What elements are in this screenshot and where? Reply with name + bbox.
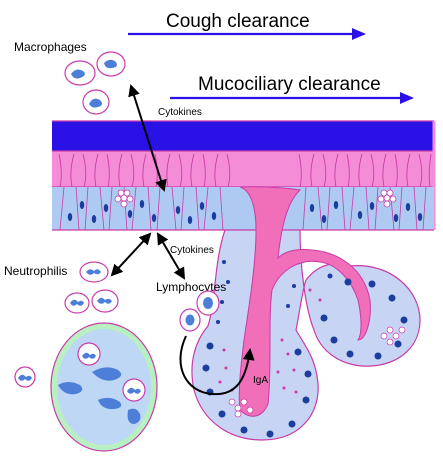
secretory-granules	[228, 326, 406, 418]
cytokines-bottom-label: Cytokines	[170, 245, 214, 256]
cough-clearance-label: Cough clearance	[166, 11, 310, 32]
neutrophil-nucleus	[86, 269, 101, 275]
cytokines-arrow-neutrophils	[110, 232, 152, 277]
gland-nuclei	[202, 260, 408, 438]
gland-duct	[238, 186, 371, 417]
lymphocytes-label: Lymphocytes	[156, 280, 226, 294]
neutrophil-cells	[64, 261, 119, 314]
iga-arrow	[179, 335, 255, 396]
macrophages-label: Macrophages	[14, 40, 87, 54]
cytokines-arrow-top	[128, 84, 167, 192]
cytokines-arrow-lymphocytes	[156, 232, 186, 280]
macrophage-nucleus	[71, 69, 85, 79]
macrophage-nucleus	[104, 59, 117, 69]
gland-dots	[218, 288, 322, 394]
goblet-cells	[114, 189, 397, 208]
cytokines-top-label: Cytokines	[158, 107, 202, 118]
iga-label: IgA	[253, 375, 268, 386]
large-cell-nucleus	[58, 382, 83, 395]
large-cell-nucleus	[92, 367, 122, 381]
mucus-layer	[52, 121, 434, 151]
large-cell-nucleus	[127, 408, 141, 424]
periciliary-layer	[52, 151, 434, 187]
lymphocyte-nucleus	[203, 297, 213, 309]
mucociliary-clearance-label: Mucociliary clearance	[198, 74, 381, 95]
large-cell-nucleus	[98, 397, 122, 410]
macrophage-nucleus	[89, 98, 103, 108]
neutrophil-nucleus	[70, 299, 84, 306]
neutrophils-label: Neutrophilis	[4, 264, 67, 278]
lymphocyte-nucleus	[185, 314, 195, 326]
epithelial-nuclei	[67, 200, 423, 224]
neutrophil-nucleus	[97, 297, 112, 304]
